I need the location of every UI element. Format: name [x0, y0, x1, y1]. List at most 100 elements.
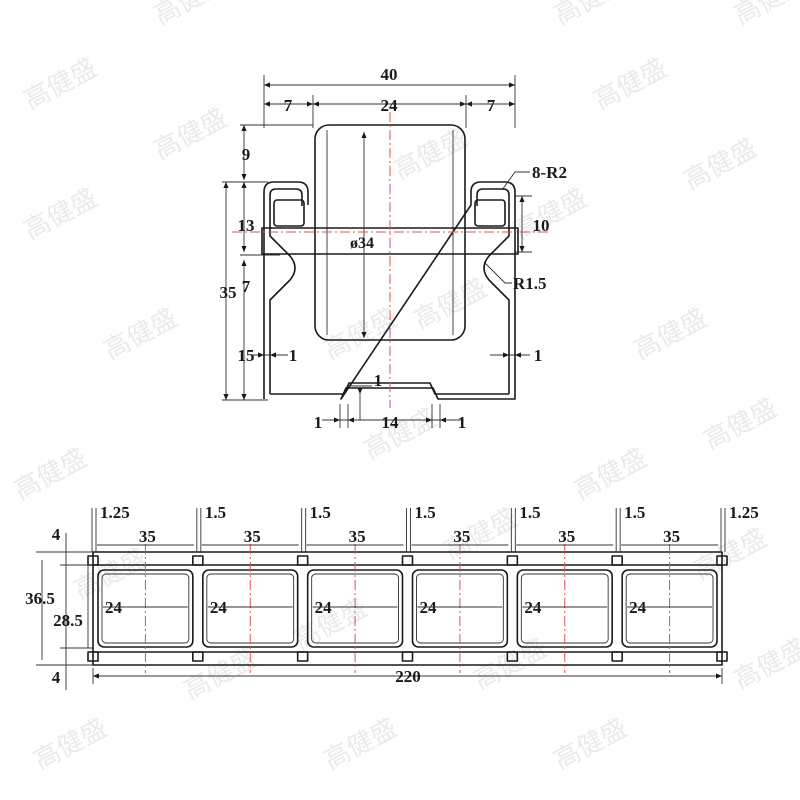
dim-inner-plan-height: 28.5 [53, 611, 83, 630]
dim-gap: 1.5 [310, 503, 331, 522]
dim-mid-height: 7 [242, 277, 251, 296]
arrowhead [313, 101, 319, 107]
arrowhead [223, 394, 229, 400]
watermark-text: 高健盛 [729, 633, 800, 696]
dim-top-radius: 8-R2 [532, 163, 567, 182]
dim-cell-width: 24 [420, 598, 438, 617]
watermark-text: 高健盛 [389, 123, 472, 186]
watermark-text: 高健盛 [689, 523, 772, 586]
divider-post [716, 555, 728, 566]
dim-lower-height: 15 [238, 346, 255, 365]
watermark-text: 高健盛 [549, 0, 632, 31]
arrowhead [426, 417, 432, 423]
dim-roller-diameter: ø34 [350, 235, 374, 252]
arrowhead [466, 101, 472, 107]
dim-gap: 1.25 [729, 503, 759, 522]
dim-pitch: 35 [139, 527, 156, 546]
dim-left-wall: 1 [289, 346, 298, 365]
watermark-text: 高健盛 [679, 133, 762, 196]
dim-upper-height: 13 [238, 216, 255, 235]
watermark-text: 高健盛 [549, 713, 632, 776]
dim-cell-width: 24 [105, 598, 123, 617]
arrowhead [357, 388, 363, 394]
dim-overall-plan-height: 36.5 [25, 589, 55, 608]
arrowhead [509, 82, 515, 88]
arrowhead [258, 352, 264, 358]
arrowhead [264, 82, 270, 88]
arrowhead [361, 332, 367, 338]
arrowhead [334, 417, 340, 423]
divider-post [296, 555, 309, 566]
dim-gap: 1.5 [519, 503, 540, 522]
divider-post [401, 651, 414, 662]
arrowhead [270, 352, 276, 358]
dim-inner-radius: R1.5 [513, 274, 547, 293]
watermark-text: 高健盛 [19, 53, 102, 116]
arrowhead [361, 132, 367, 138]
dim-overall-length: 220 [395, 667, 421, 686]
divider-post [506, 555, 519, 566]
divider-post [87, 651, 99, 662]
arrowhead [509, 101, 515, 107]
divider-post [296, 651, 309, 662]
arrowhead [519, 246, 525, 252]
dim-pitch: 35 [663, 527, 680, 546]
watermark-text: 高健盛 [99, 303, 182, 366]
plan-outline [92, 551, 723, 666]
dim-bottom-margin: 4 [52, 668, 61, 687]
watermark-text: 高健盛 [729, 0, 800, 31]
dim-gap: 1.5 [205, 503, 226, 522]
cross-section-view: 40 7 24 7 9 13 7 35 15 1 1 1 1 14 1 ø34 … [220, 65, 567, 432]
dim-pitch: 35 [349, 527, 366, 546]
divider-post [506, 651, 519, 662]
watermark-text: 高健盛 [319, 713, 402, 776]
dim-pitch: 35 [244, 527, 261, 546]
arrowhead [241, 246, 247, 252]
dim-bottom-wall: 1 [374, 371, 383, 390]
arrowhead [307, 101, 313, 107]
arrowhead [348, 417, 354, 423]
watermark-text: 高健盛 [589, 53, 672, 116]
dim-cell-width: 24 [629, 598, 647, 617]
arrowhead [223, 182, 229, 188]
dim-pitch: 35 [453, 527, 470, 546]
plan-view: 24 24 24 24 24 24 35 35 35 35 35 35 1.25 1.5 1.5 1.5 1.… [25, 503, 759, 690]
watermark-text: 高健盛 [19, 183, 102, 246]
watermark-text: 高健盛 [29, 713, 112, 776]
dim-pitch: 35 [558, 527, 575, 546]
rail-profile-outer [263, 181, 516, 400]
dim-top-offset: 9 [242, 145, 251, 164]
arrowhead [519, 196, 525, 202]
arrowhead [241, 174, 247, 180]
watermark-text: 高健盛 [569, 443, 652, 506]
dim-cell-width: 24 [524, 598, 542, 617]
dim-overall-width: 40 [381, 65, 398, 84]
arrowhead [241, 260, 247, 266]
watermark-text: 高健盛 [629, 303, 712, 366]
dim-cell-width: 24 [210, 598, 228, 617]
arrowhead [241, 394, 247, 400]
arrowhead [460, 101, 466, 107]
arrowhead [503, 352, 509, 358]
arrowhead [264, 101, 270, 107]
watermark-text: 高健盛 [699, 393, 782, 456]
arrowhead [241, 125, 247, 131]
dim-lip-height: 10 [533, 216, 550, 235]
dimension-arrows [223, 82, 525, 423]
watermark-text: 高健盛 [149, 103, 232, 166]
dim-gap: 1.25 [100, 503, 130, 522]
dim-gap: 1.5 [624, 503, 645, 522]
dim-bottom-right-step: 1 [458, 413, 467, 432]
dim-right-margin: 7 [487, 96, 496, 115]
watermark-text: 高健盛 [409, 273, 492, 336]
dim-top-margin: 4 [52, 525, 61, 544]
divider-post [401, 555, 414, 566]
dim-cell-width: 24 [315, 598, 333, 617]
arrowhead [515, 352, 521, 358]
dim-right-wall: 1 [534, 346, 543, 365]
dim-bottom-left-step: 1 [314, 413, 323, 432]
divider-post [611, 651, 623, 662]
arrowhead [440, 417, 446, 423]
dim-roller-width: 24 [381, 96, 399, 115]
